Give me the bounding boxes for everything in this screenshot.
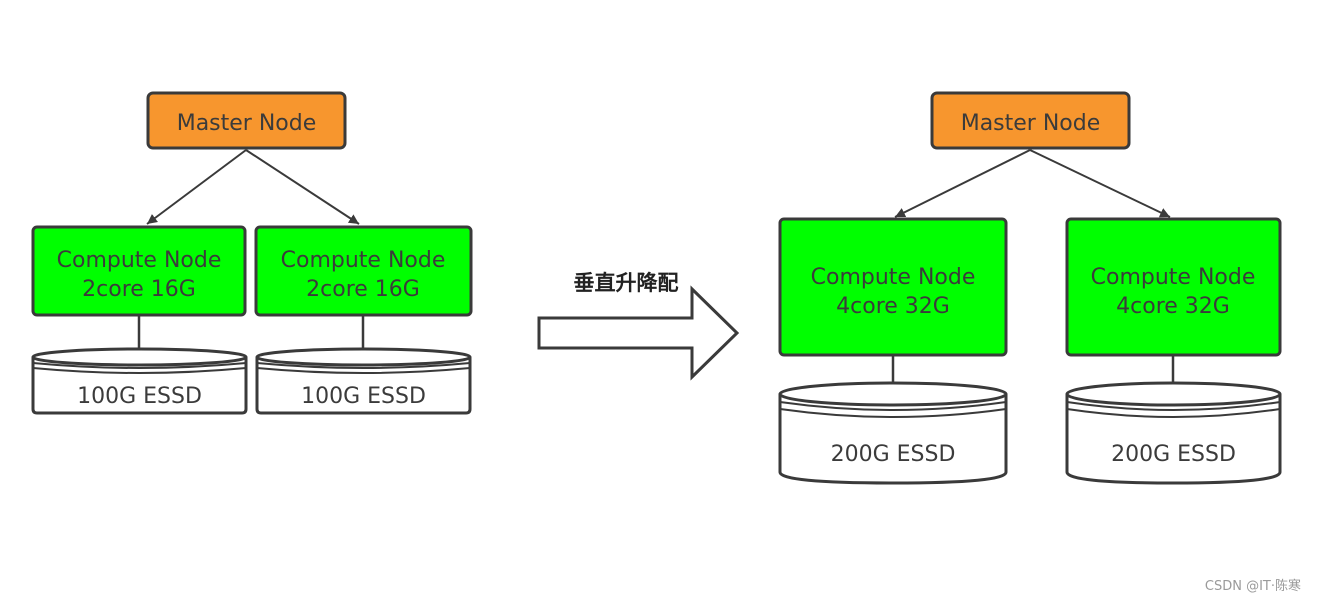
after-master-label: Master Node [961, 111, 1101, 136]
after-cluster: Master Node Compute Node 4core 32G Compu… [778, 91, 1282, 485]
after-disk-2-label: 200G ESSD [1111, 442, 1236, 467]
before-compute-node-2: Compute Node 2core 16G [254, 225, 473, 317]
before-disk-2-label: 100G ESSD [301, 384, 426, 409]
after-compute-node-2: Compute Node 4core 32G [1065, 217, 1282, 357]
before-disk-1-label: 100G ESSD [77, 384, 202, 409]
after-edge-left [894, 149, 1031, 218]
before-disk-1: 100G ESSD [31, 347, 248, 415]
before-compute-node-1: Compute Node 2core 16G [31, 225, 247, 317]
after-disk-2: 200G ESSD [1065, 381, 1282, 485]
after-disk-1-label: 200G ESSD [831, 442, 956, 467]
before-cluster: Master Node Compute Node 2core 16G Compu… [31, 91, 473, 415]
before-compute-2-spec: 2core 16G [306, 277, 420, 302]
before-compute-1-spec: 2core 16G [82, 277, 196, 302]
after-compute-2-spec: 4core 32G [1116, 294, 1230, 319]
right-arrow-icon [537, 285, 740, 381]
before-compute-1-title: Compute Node [57, 248, 222, 273]
after-compute-2-title: Compute Node [1091, 265, 1256, 290]
watermark: CSDN @IT·陈寒 [1205, 578, 1301, 594]
transition: 垂直升降配 [537, 271, 740, 381]
after-master-node: Master Node [930, 91, 1131, 150]
before-master-node: Master Node [146, 91, 347, 150]
after-compute-node-1: Compute Node 4core 32G [778, 217, 1008, 357]
after-edge-right [1029, 149, 1171, 218]
before-master-label: Master Node [177, 111, 317, 136]
after-disk-1: 200G ESSD [778, 381, 1008, 485]
before-edge-left [146, 149, 247, 225]
before-disk-2: 100G ESSD [255, 347, 472, 415]
after-compute-1-title: Compute Node [811, 265, 976, 290]
after-compute-1-spec: 4core 32G [836, 294, 950, 319]
before-edge-right [245, 149, 360, 225]
before-compute-2-title: Compute Node [281, 248, 446, 273]
transition-label: 垂直升降配 [574, 271, 679, 295]
